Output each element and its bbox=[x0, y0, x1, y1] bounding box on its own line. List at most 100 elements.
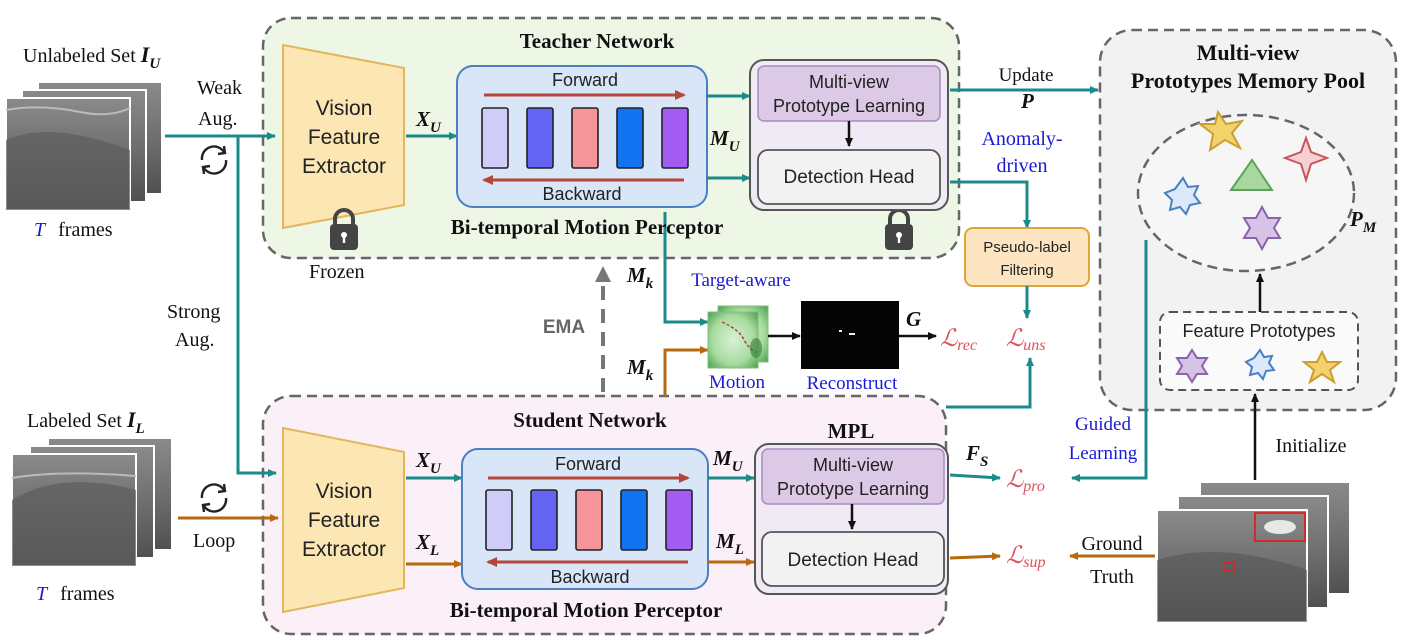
student-feature-bar bbox=[575, 489, 603, 551]
l-sup-label: ℒsup bbox=[1006, 543, 1046, 571]
teacher-forward-label: Forward bbox=[552, 70, 618, 90]
teacher-head-label: Detection Head bbox=[784, 167, 915, 188]
teacher-mpl-line2: Prototype Learning bbox=[773, 96, 925, 116]
fs-label: FS bbox=[965, 441, 988, 470]
motion-label: Motion bbox=[709, 372, 765, 393]
student-mpl-line1: Multi-view bbox=[813, 455, 894, 475]
teacher-extractor-line2: Feature bbox=[308, 126, 380, 149]
labeled-set-label: Labeled Set IL bbox=[27, 407, 145, 437]
loop-label: Loop bbox=[193, 530, 235, 552]
student-ml-label: ML bbox=[715, 529, 744, 558]
student-feature-bar bbox=[530, 489, 558, 551]
star-icon-small bbox=[1301, 349, 1343, 385]
feature-prototypes-label: Feature Prototypes bbox=[1182, 321, 1335, 341]
teacher-feature-bars bbox=[481, 107, 689, 169]
hexastar-icon-small bbox=[1175, 348, 1209, 384]
reconstruct-label: Reconstruct bbox=[807, 373, 898, 394]
teacher-mpl-line1: Multi-view bbox=[809, 72, 890, 92]
hexastar-icon bbox=[1242, 204, 1282, 252]
strong-aug-label-2: Aug. bbox=[175, 329, 214, 351]
student-extractor-line2: Feature bbox=[308, 509, 380, 532]
teacher-perceptor-label: Bi-temporal Motion Perceptor bbox=[451, 215, 724, 239]
teacher-feature-bar bbox=[571, 107, 599, 169]
target-aware-label: Target-aware bbox=[691, 270, 791, 291]
mk-label-top: Mk bbox=[626, 263, 654, 292]
student-extractor-line3: Extractor bbox=[302, 538, 386, 561]
student-forward-label: Forward bbox=[555, 454, 621, 474]
motion-map bbox=[707, 305, 769, 369]
pool-title-2: Prototypes Memory Pool bbox=[1131, 68, 1365, 93]
student-to-luns-arrow bbox=[946, 357, 1034, 409]
anomaly-driven-line2: driven bbox=[996, 155, 1047, 177]
anomaly-driven-line1: Anomaly- bbox=[981, 128, 1062, 150]
ema-label: EMA bbox=[543, 317, 586, 338]
unlabeled-frames-stack bbox=[5, 81, 163, 211]
ground-truth-line2: Truth bbox=[1090, 566, 1134, 588]
anomaly-arrow bbox=[950, 180, 1031, 229]
ground-truth-frames bbox=[1156, 481, 1351, 623]
update-label: Update bbox=[999, 65, 1054, 86]
l-pro-label: ℒpro bbox=[1006, 467, 1045, 495]
teacher-feature-extractor bbox=[282, 43, 405, 230]
g-label: G bbox=[906, 307, 921, 331]
sparkle-icon bbox=[1282, 135, 1330, 184]
teacher-title: Teacher Network bbox=[520, 29, 675, 53]
teacher-mu-label: MU bbox=[709, 126, 741, 155]
student-xl-label: XL bbox=[415, 530, 439, 559]
student-mpl-line2: Prototype Learning bbox=[777, 479, 929, 499]
student-xu-label: XU bbox=[415, 448, 442, 477]
student-mu-label: MU bbox=[712, 446, 744, 475]
teacher-detection-head bbox=[757, 149, 941, 205]
l-uns-label: ℒuns bbox=[1006, 326, 1046, 354]
mk-label-bottom: Mk bbox=[626, 355, 654, 384]
student-feature-bar bbox=[665, 489, 693, 551]
p-label: P bbox=[1020, 89, 1034, 113]
sup-arrow bbox=[949, 552, 1001, 561]
gt-bbox-large bbox=[1254, 512, 1306, 542]
mk-student-arrow bbox=[663, 346, 709, 396]
badge-icon bbox=[1163, 176, 1202, 216]
weak-aug-label-2: Aug. bbox=[198, 108, 237, 130]
student-feature-bars bbox=[485, 489, 693, 551]
initialize-label: Initialize bbox=[1275, 435, 1346, 457]
student-mpl-title: MPL bbox=[828, 419, 875, 443]
teacher-feature-bar bbox=[661, 107, 689, 169]
student-detection-head bbox=[761, 531, 945, 587]
labeled-frames-stack bbox=[11, 437, 173, 567]
student-feature-bar bbox=[620, 489, 648, 551]
pseudo-label-line2: Filtering bbox=[1000, 262, 1053, 279]
teacher-extractor-line3: Extractor bbox=[302, 155, 386, 178]
teacher-feature-bar bbox=[481, 107, 509, 169]
teacher-feature-bar bbox=[616, 107, 644, 169]
student-perceptor-label: Bi-temporal Motion Perceptor bbox=[450, 598, 723, 622]
student-backward-label: Backward bbox=[550, 567, 629, 587]
teacher-feature-bar bbox=[526, 107, 554, 169]
badge-icon-small bbox=[1244, 348, 1276, 381]
strong-aug-label-1: Strong bbox=[167, 301, 220, 323]
strong-aug-line bbox=[236, 136, 277, 477]
teacher-backward-label: Backward bbox=[542, 184, 621, 204]
cycle-icon-top bbox=[200, 145, 228, 175]
student-feature-bar bbox=[485, 489, 513, 551]
pm-label: PM bbox=[1349, 207, 1377, 236]
pseudo-label-line1: Pseudo-label bbox=[983, 239, 1071, 256]
student-feature-extractor bbox=[282, 426, 405, 614]
student-head-label: Detection Head bbox=[788, 550, 919, 571]
t-frames-top: T frames bbox=[34, 219, 113, 241]
star-icon bbox=[1197, 109, 1245, 153]
mk-teacher-arrow bbox=[663, 212, 709, 326]
ground-truth-line1: Ground bbox=[1081, 533, 1142, 555]
unlabeled-set-label: Unlabeled Set IU bbox=[23, 42, 161, 72]
teacher-extractor-line1: Vision bbox=[316, 97, 373, 120]
student-title: Student Network bbox=[513, 408, 667, 432]
lock-icon bbox=[330, 208, 358, 250]
guided-learning-arrow bbox=[1071, 240, 1148, 482]
guided-learning-line1: Guided bbox=[1075, 414, 1131, 435]
l-rec-label: ℒrec bbox=[940, 326, 977, 354]
gt-bbox-small bbox=[1223, 562, 1236, 571]
cycle-icon-bottom bbox=[200, 483, 228, 513]
pool-title-1: Multi-view bbox=[1197, 40, 1300, 65]
guided-learning-line2: Learning bbox=[1069, 443, 1138, 464]
